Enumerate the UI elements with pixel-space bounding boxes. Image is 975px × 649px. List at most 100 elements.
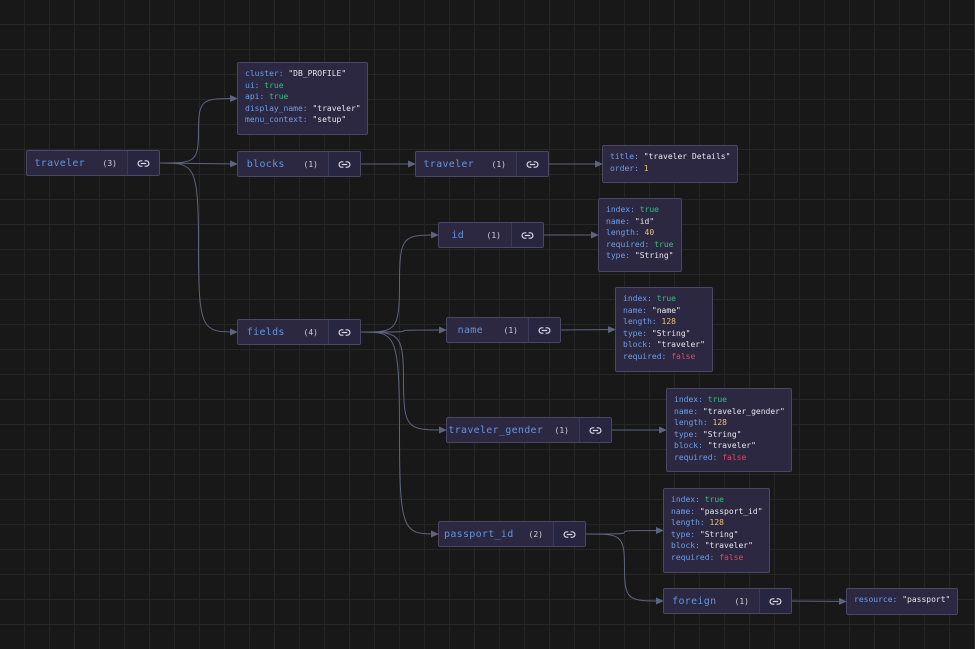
link-icon[interactable] <box>553 522 585 546</box>
property-value: "passport_id" <box>699 506 763 516</box>
node-label: traveler <box>423 158 475 170</box>
link-icon[interactable] <box>759 589 791 613</box>
property-row: menu_context: "setup" <box>245 114 360 126</box>
edge-n-fields-to-n-name <box>360 326 447 334</box>
property-row: name: "passport_id" <box>671 506 763 518</box>
node-fields[interactable]: fields (4) <box>237 319 361 345</box>
node-count: (1) <box>554 425 569 435</box>
node-label: name <box>457 324 483 336</box>
property-value: false <box>722 452 747 462</box>
property-key: name: <box>606 216 631 226</box>
property-value: "traveler" <box>656 340 705 349</box>
property-key: block: <box>674 441 703 450</box>
property-row: length: 128 <box>623 316 705 328</box>
property-row: index: true <box>623 293 705 305</box>
property-key: order: <box>610 163 639 173</box>
node-id[interactable]: id (1) <box>438 222 544 248</box>
property-row: type: "String" <box>623 328 705 340</box>
node-label: passport_id <box>444 528 514 540</box>
node-passport-id[interactable]: passport_id (2) <box>438 521 586 547</box>
property-value: "setup" <box>312 115 347 124</box>
link-icon[interactable] <box>516 152 548 176</box>
node-count: (1) <box>486 230 501 240</box>
property-value: true <box>654 239 674 249</box>
property-row: index: true <box>606 204 674 216</box>
property-row: name: "id" <box>606 216 674 228</box>
property-value: true <box>656 294 676 303</box>
edge-n-foreign-to-c-foreign-props <box>791 597 847 605</box>
property-row: block: "traveler" <box>671 540 762 552</box>
property-row: index: true <box>674 394 784 406</box>
property-row: cluster: "DB_PROFILE" <box>245 68 360 80</box>
property-value: "DB_PROFILE" <box>288 69 347 78</box>
property-key: name: <box>674 406 699 416</box>
property-key: title: <box>610 152 639 161</box>
property-key: required: <box>623 351 667 361</box>
node-count: (3) <box>102 158 117 168</box>
property-key: display_name: <box>245 103 308 113</box>
property-key: name: <box>623 305 648 315</box>
link-icon[interactable] <box>511 223 543 247</box>
property-value: true <box>269 92 289 101</box>
edge-n-fields-to-n-traveler-gender <box>360 331 447 434</box>
link-icon[interactable] <box>328 152 360 176</box>
property-row: order: 1 <box>610 163 730 175</box>
property-row: required: true <box>606 239 674 251</box>
property-key: length: <box>674 418 708 427</box>
link-icon[interactable] <box>579 418 611 442</box>
edge-n-name-to-c-name-props <box>560 326 616 334</box>
property-value: "traveler" <box>707 441 756 450</box>
property-value: "traveler" <box>704 541 753 550</box>
properties-card-foreign: resource: "passport" <box>846 588 958 615</box>
property-value: 128 <box>709 518 724 527</box>
node-label: id <box>451 229 465 241</box>
property-row: resource: "passport" <box>854 594 950 606</box>
property-key: block: <box>623 340 652 349</box>
node-name[interactable]: name (1) <box>446 317 561 343</box>
node-traveler-root[interactable]: traveler (3) <box>26 150 160 176</box>
property-key: index: <box>623 294 652 303</box>
property-value: "traveler Details" <box>643 152 731 161</box>
property-key: api: <box>245 92 265 101</box>
node-count: (1) <box>503 325 518 335</box>
property-key: required: <box>671 552 715 562</box>
property-key: type: <box>674 429 699 439</box>
node-traveler-gender[interactable]: traveler_gender (1) <box>446 417 612 443</box>
property-row: required: false <box>623 351 705 363</box>
property-row: name: "name" <box>623 305 705 317</box>
property-row: display_name: "traveler" <box>245 103 361 115</box>
edge-n-passport-id-to-c-passport-props <box>585 527 664 535</box>
edge-n-fields-to-n-passport-id <box>360 331 439 538</box>
property-key: menu_context: <box>245 115 308 124</box>
property-key: type: <box>623 328 648 338</box>
property-value: "id" <box>634 216 655 226</box>
property-row: type: "String" <box>671 529 762 541</box>
property-key: ui: <box>245 80 260 90</box>
property-value: 1 <box>643 163 649 173</box>
property-key: length: <box>671 518 705 527</box>
node-blocks[interactable]: blocks (1) <box>237 151 361 177</box>
property-key: index: <box>674 395 703 404</box>
property-key: index: <box>606 205 635 214</box>
node-label: foreign <box>672 595 717 607</box>
property-key: index: <box>671 495 700 504</box>
property-row: block: "traveler" <box>623 339 705 351</box>
link-icon[interactable] <box>127 151 159 175</box>
property-key: length: <box>606 228 640 237</box>
property-value: "String" <box>702 429 742 439</box>
link-icon[interactable] <box>328 320 360 344</box>
link-icon[interactable] <box>528 318 560 342</box>
property-row: name: "traveler_gender" <box>674 406 785 418</box>
property-row: required: false <box>674 452 784 464</box>
property-value: "String" <box>699 529 739 539</box>
property-key: required: <box>606 239 650 249</box>
node-traveler-block[interactable]: traveler (1) <box>415 151 549 177</box>
property-value: false <box>719 552 744 562</box>
property-value: "passport" <box>902 595 951 604</box>
property-value: false <box>671 351 696 361</box>
property-key: type: <box>606 251 631 260</box>
node-foreign[interactable]: foreign (1) <box>663 588 792 614</box>
